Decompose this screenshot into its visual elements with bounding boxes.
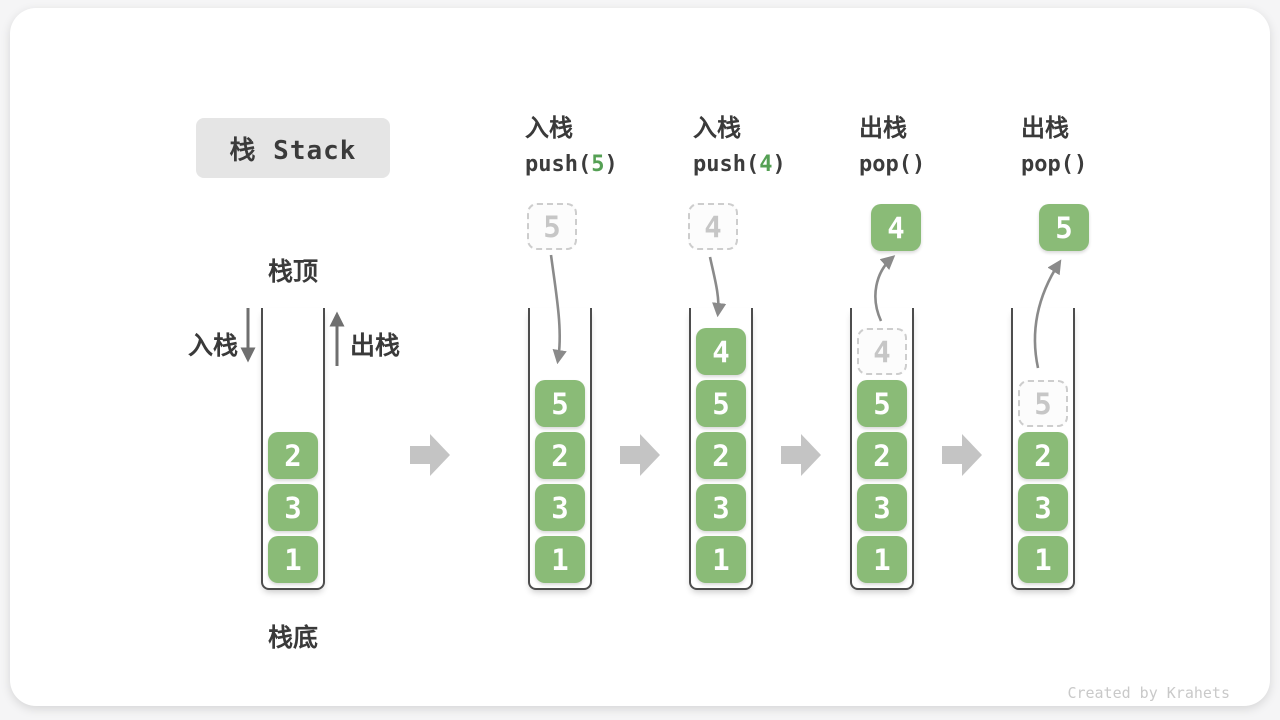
stack-item: 2 <box>1018 432 1068 479</box>
code-suffix: ) <box>772 152 786 177</box>
stack-item: 3 <box>1018 484 1068 531</box>
removed-item-ghost: 4 <box>857 328 907 375</box>
incoming-item-4: 4 <box>688 203 738 250</box>
op-code: push(5) <box>525 152 695 177</box>
code-prefix: push( <box>693 152 760 177</box>
stack-state-5: 5 2 3 1 <box>1011 308 1075 590</box>
code-prefix: pop( <box>1021 152 1074 177</box>
stack-item: 1 <box>857 536 907 583</box>
op-code: pop() <box>859 152 1029 177</box>
title-badge-label: 栈 Stack <box>229 135 357 166</box>
stack-state-3: 4 5 2 3 1 <box>689 308 753 590</box>
stack-item: 5 <box>857 380 907 427</box>
stack-state-1: 2 3 1 <box>261 308 325 590</box>
stack-item: 4 <box>696 328 746 375</box>
op-header-pop-1: 出栈 pop() <box>859 112 1029 177</box>
op-label: 出栈 <box>1021 115 1069 142</box>
stack-bottom-label: 栈底 <box>268 624 319 652</box>
code-suffix: ) <box>911 152 926 177</box>
flow-arrow-icon <box>620 434 660 476</box>
stack-top-label: 栈顶 <box>268 258 319 286</box>
removed-item-ghost: 5 <box>1018 380 1068 427</box>
pop-direction-label: 出栈 <box>350 332 401 360</box>
flow-arrow-icon <box>410 434 450 476</box>
push-direction-label: 入栈 <box>188 332 239 360</box>
code-suffix: ) <box>1073 152 1088 177</box>
op-header-push-5: 入栈 push(5) <box>525 112 695 177</box>
stack-item: 2 <box>268 432 318 479</box>
stack-item: 5 <box>535 380 585 427</box>
code-arg: 5 <box>591 152 605 177</box>
stack-item: 1 <box>696 536 746 583</box>
op-label: 入栈 <box>525 115 573 142</box>
flow-arrow-icon <box>781 434 821 476</box>
op-label: 出栈 <box>859 115 907 142</box>
op-code: push(4) <box>693 152 863 177</box>
op-header-push-4: 入栈 push(4) <box>693 112 863 177</box>
flow-arrow-icon <box>942 434 982 476</box>
stack-item: 2 <box>857 432 907 479</box>
op-header-pop-2: 出栈 pop() <box>1021 112 1191 177</box>
stack-item: 2 <box>535 432 585 479</box>
popped-item-5: 5 <box>1039 204 1089 251</box>
code-arg: 4 <box>759 152 773 177</box>
stack-item: 1 <box>535 536 585 583</box>
stack-state-2: 5 2 3 1 <box>528 308 592 590</box>
stack-item: 3 <box>535 484 585 531</box>
stack-item: 1 <box>1018 536 1068 583</box>
incoming-item-5: 5 <box>527 203 577 250</box>
code-suffix: ) <box>604 152 618 177</box>
stack-item: 3 <box>857 484 907 531</box>
stack-item: 3 <box>696 484 746 531</box>
diagram-card: 栈 Stack 入栈 push(5) 入栈 push(4) 出栈 pop() 出… <box>10 8 1270 706</box>
code-prefix: pop( <box>859 152 912 177</box>
popped-item-4: 4 <box>871 204 921 251</box>
stack-item: 3 <box>268 484 318 531</box>
op-code: pop() <box>1021 152 1191 177</box>
stack-state-4: 4 5 2 3 1 <box>850 308 914 590</box>
stack-item: 1 <box>268 536 318 583</box>
stack-item: 5 <box>696 380 746 427</box>
stack-item: 2 <box>696 432 746 479</box>
push-4-motion-arrow-icon <box>708 256 727 318</box>
op-label: 入栈 <box>693 115 741 142</box>
title-badge: 栈 Stack <box>196 118 390 178</box>
watermark: Created by Krahets <box>1067 684 1230 702</box>
code-prefix: push( <box>525 152 592 177</box>
